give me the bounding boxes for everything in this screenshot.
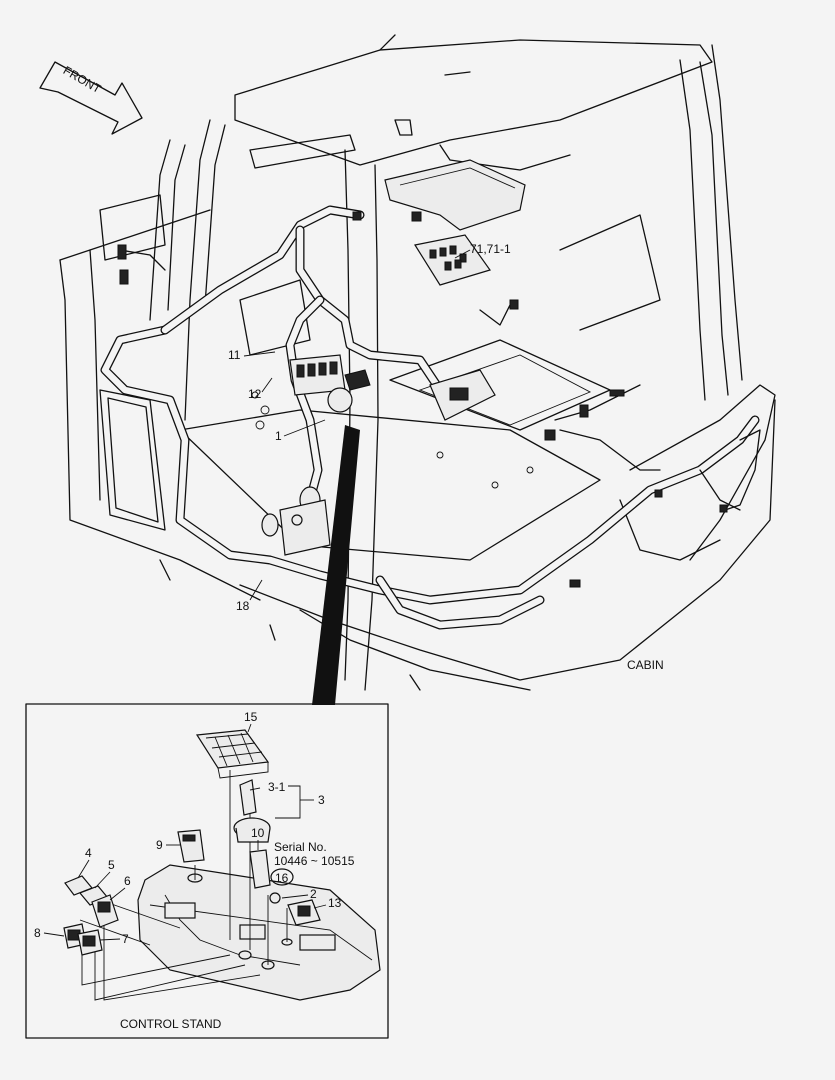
fuse-box bbox=[414, 234, 491, 286]
callout-2: 2 bbox=[310, 887, 317, 901]
control-stand-label: CONTROL STAND bbox=[120, 1017, 222, 1031]
front-label: FRONT bbox=[61, 63, 104, 96]
controller-box bbox=[384, 159, 526, 231]
serial-range: 10446 ~ 10515 bbox=[274, 854, 355, 868]
front-arrow: FRONT bbox=[39, 61, 143, 135]
callout-8: 8 bbox=[34, 926, 41, 940]
callout-18: 18 bbox=[236, 599, 250, 613]
cabin-components bbox=[117, 159, 728, 588]
callout-1: 1 bbox=[275, 429, 282, 443]
callout-7: 7 bbox=[122, 932, 129, 946]
callout-13: 13 bbox=[328, 896, 342, 910]
serial-title: Serial No. bbox=[274, 840, 327, 854]
callout-5: 5 bbox=[108, 858, 115, 872]
cabin-label: CABIN bbox=[627, 658, 664, 672]
callout-71: 71,71-1 bbox=[470, 242, 511, 256]
relay-block bbox=[289, 354, 371, 413]
detail-pointer bbox=[312, 425, 360, 705]
callout-10: 10 bbox=[251, 826, 265, 840]
callout-12: 12 bbox=[248, 387, 262, 401]
callout-6: 6 bbox=[124, 874, 131, 888]
callout-3: 3 bbox=[318, 793, 325, 807]
callout-11: 11 bbox=[228, 348, 241, 362]
cabin-callouts: 71,71-1 11 12 1 18 CABIN bbox=[228, 242, 664, 672]
callout-9: 9 bbox=[156, 838, 163, 852]
callout-3-1: 3-1 bbox=[268, 780, 286, 794]
callout-4: 4 bbox=[85, 846, 92, 860]
control-stand-inset: 15 3-1 3 9 10 Serial No. 10446 ~ 10515 1… bbox=[25, 703, 389, 1039]
callout-16: 16 bbox=[275, 871, 289, 885]
callout-16-circle bbox=[270, 868, 294, 886]
wire-harness bbox=[100, 205, 761, 630]
callout-15: 15 bbox=[244, 710, 258, 724]
panel-connector bbox=[429, 369, 496, 421]
